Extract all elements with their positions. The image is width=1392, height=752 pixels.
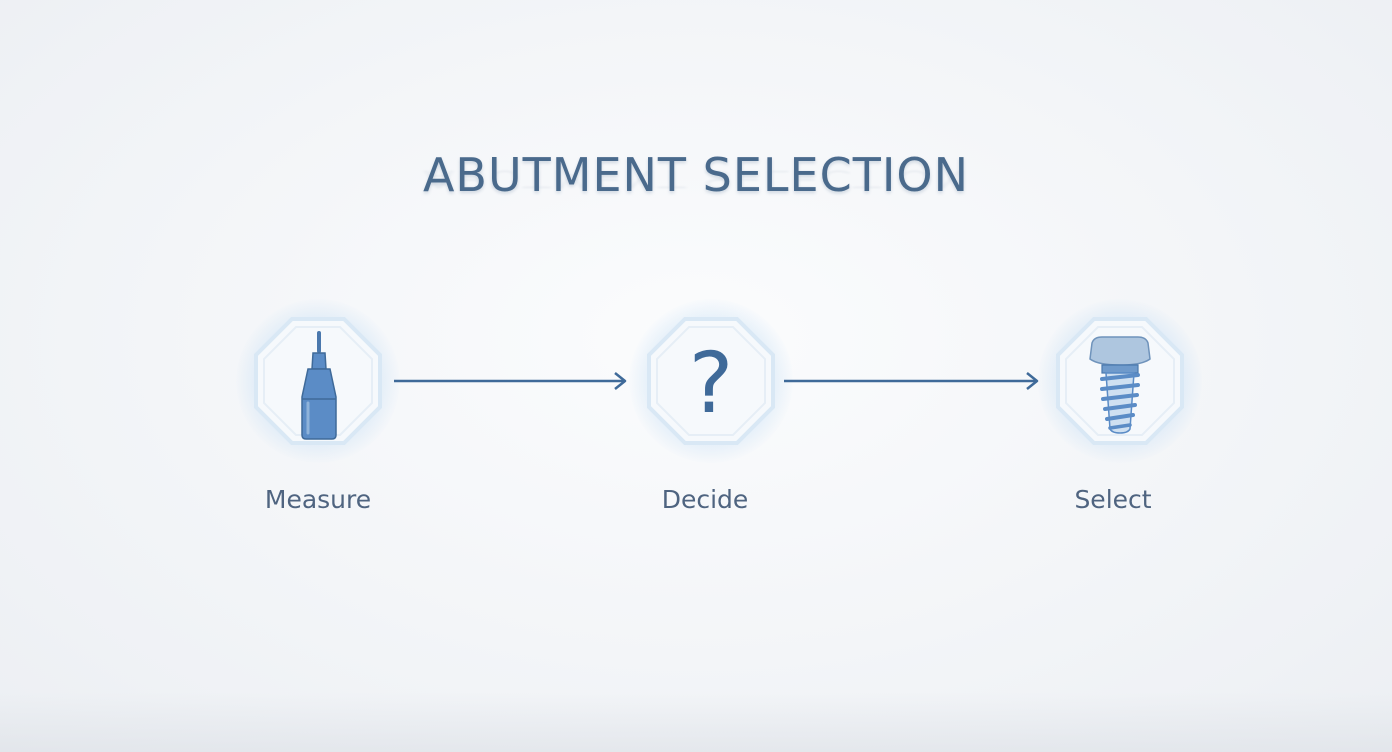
step-label-decide: Decide: [661, 485, 749, 514]
svg-text:?: ?: [689, 334, 734, 432]
question-mark-icon: ?: [689, 334, 734, 432]
title-reflection: ABUTMENT SELECTION: [422, 164, 970, 194]
step-node-decide: ?: [629, 299, 793, 463]
step-label-measure: Measure: [264, 485, 372, 514]
step-label-select: Select: [1074, 485, 1152, 514]
arrow-decide-to-select: [784, 372, 1039, 390]
step-node-measure: [236, 299, 400, 463]
measuring-probe-icon: [301, 331, 337, 440]
dental-implant-icon: [1089, 336, 1151, 434]
octagon-frame: [647, 317, 775, 445]
diagram-title: ABUTMENT SELECTION: [422, 148, 970, 202]
arrow-measure-to-decide: [394, 372, 627, 390]
step-node-select: [1038, 299, 1202, 463]
